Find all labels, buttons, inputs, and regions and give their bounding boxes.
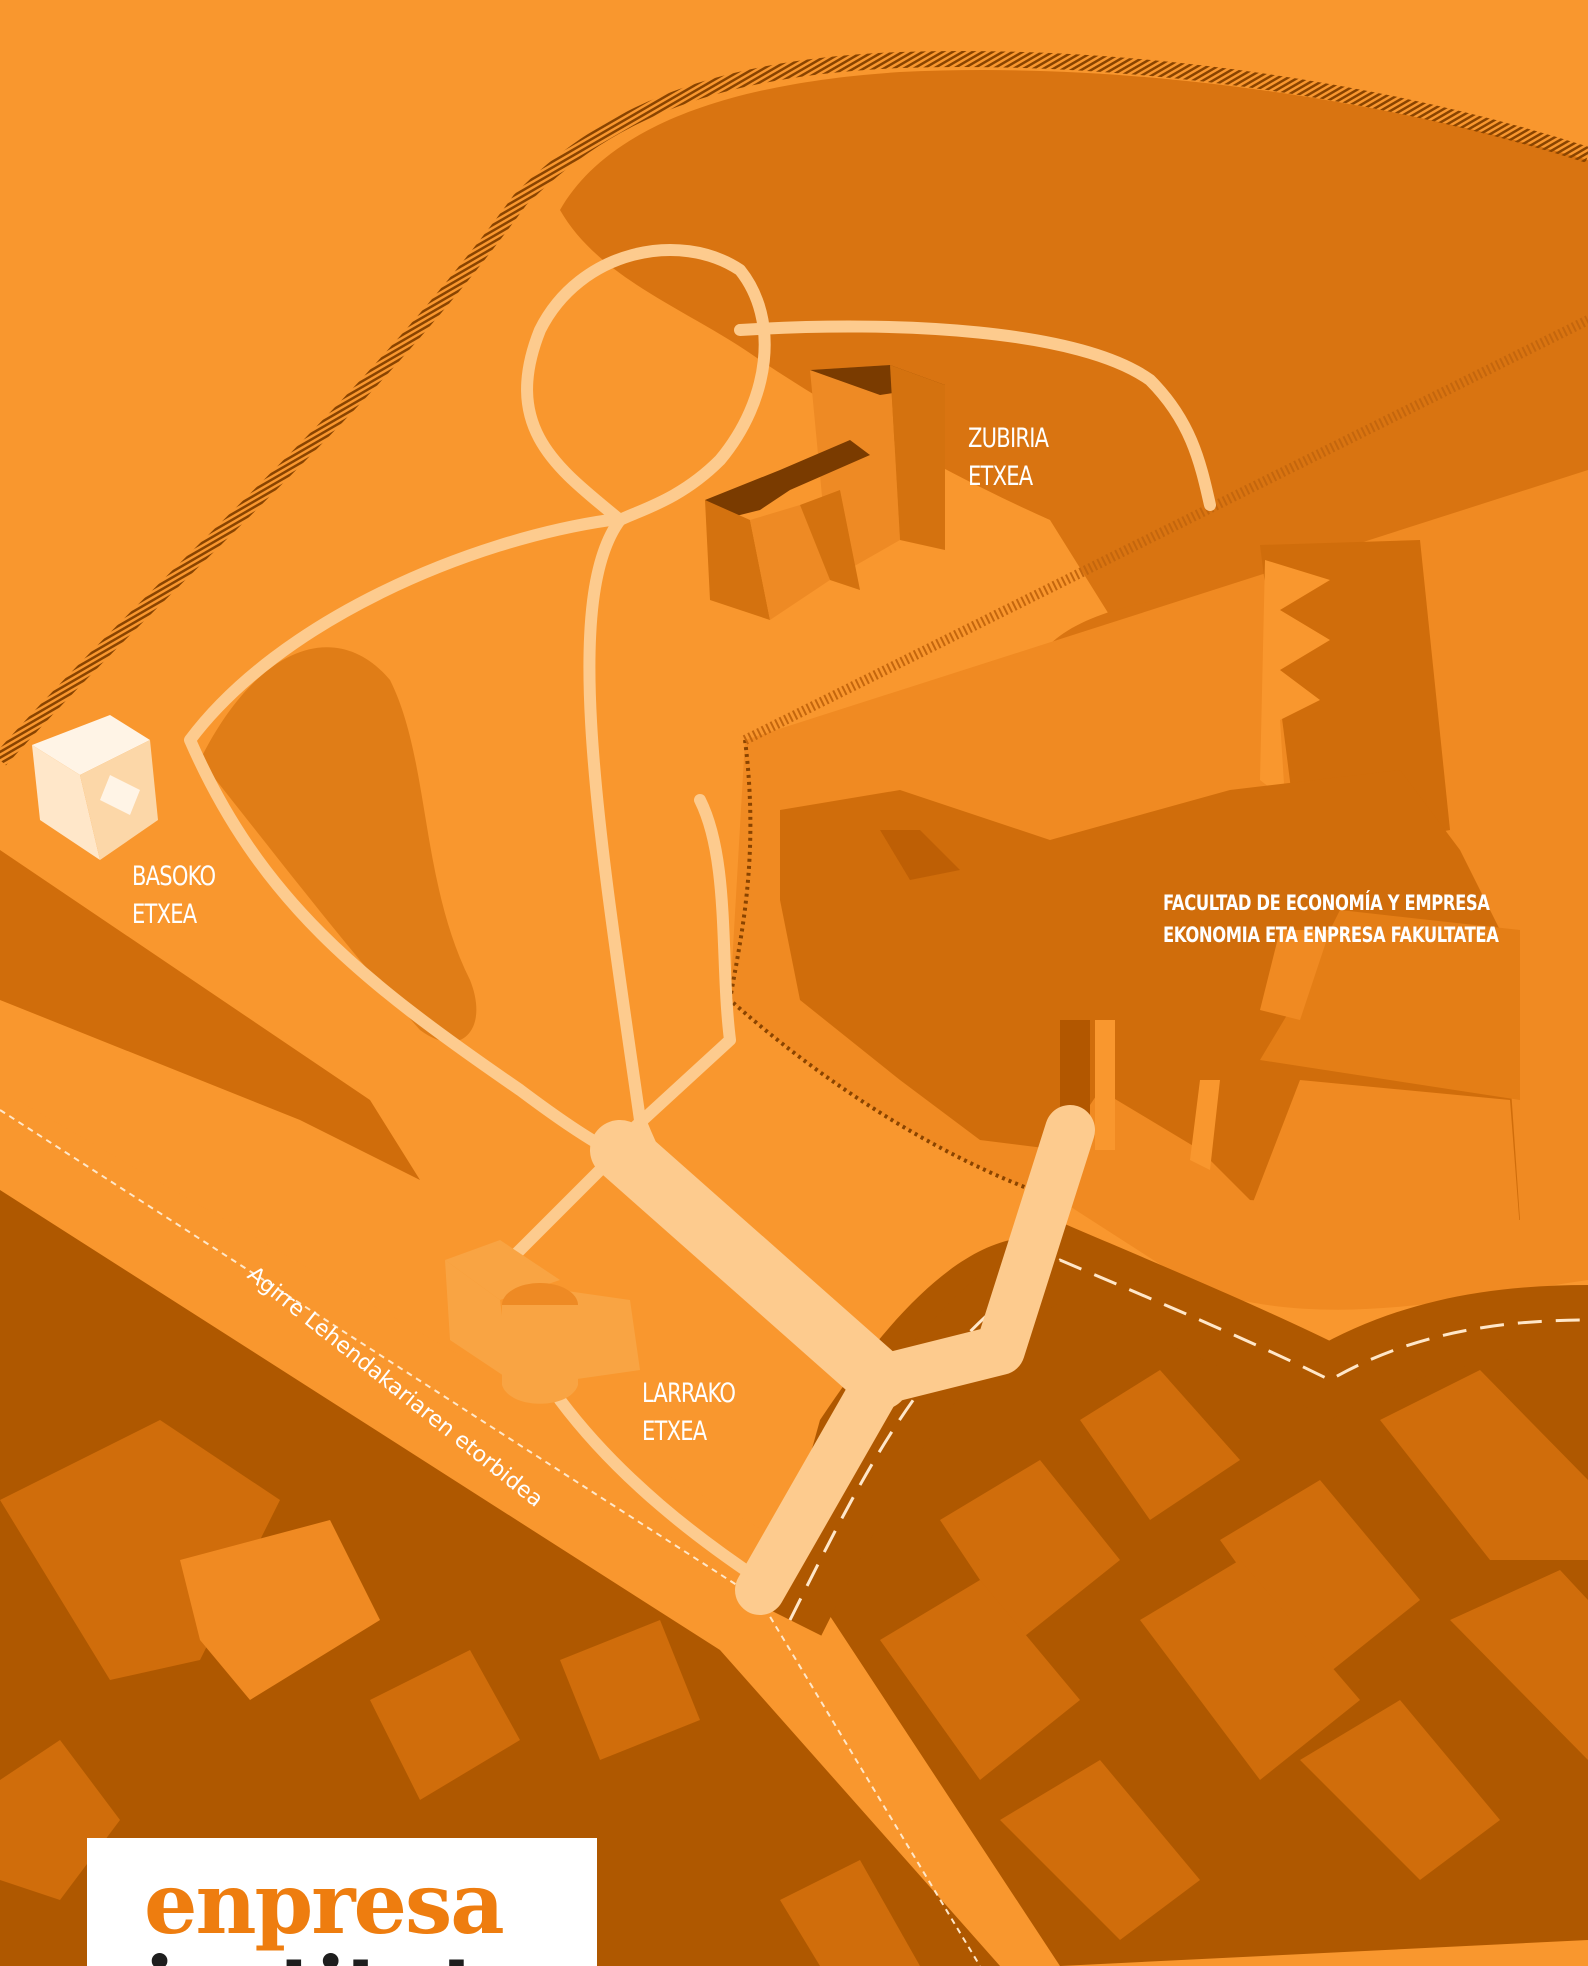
zubiria-building (705, 365, 945, 620)
faculty-label-line1: FACULTAD DE ECONOMÍA Y EMPRESA (1163, 891, 1490, 915)
zubiria-label-line1: ZUBIRIA (968, 423, 1049, 454)
left-strip (0, 850, 420, 1180)
left-forest-zone (200, 647, 477, 1042)
precinct-dotted-border-top (742, 315, 1588, 745)
faculty-label: FACULTAD DE ECONOMÍA Y EMPRESA EKONOMIA … (1163, 887, 1499, 951)
basoko-building (32, 715, 158, 860)
city-road-centerline (788, 1258, 1588, 1621)
faculty-label-line2: EKONOMIA ETA ENPRESA FAKULTATEA (1163, 923, 1499, 947)
logo-line1: enpresa (144, 1854, 505, 1953)
larrako-building (445, 1240, 640, 1404)
zubiria-label-line2: ETXEA (968, 461, 1033, 492)
hill-ridge-hatch (0, 51, 1588, 766)
larrako-label-line2: ETXEA (642, 1416, 707, 1447)
larrako-label: LARRAKO ETXEA (642, 1375, 736, 1451)
larrako-label-line1: LARRAKO (642, 1378, 736, 1409)
basoko-label: BASOKO ETXEA (132, 858, 216, 934)
basoko-label-line2: ETXEA (132, 899, 197, 930)
faculty-building (780, 540, 1520, 1230)
zubiria-label: ZUBIRIA ETXEA (968, 420, 1049, 496)
logo-line2: institutua (144, 1946, 591, 1966)
basoko-label-line1: BASOKO (132, 861, 216, 892)
enpresa-institutua-logo: enpresa institutua (87, 1838, 597, 1966)
campus-paths (184, 244, 1216, 1615)
